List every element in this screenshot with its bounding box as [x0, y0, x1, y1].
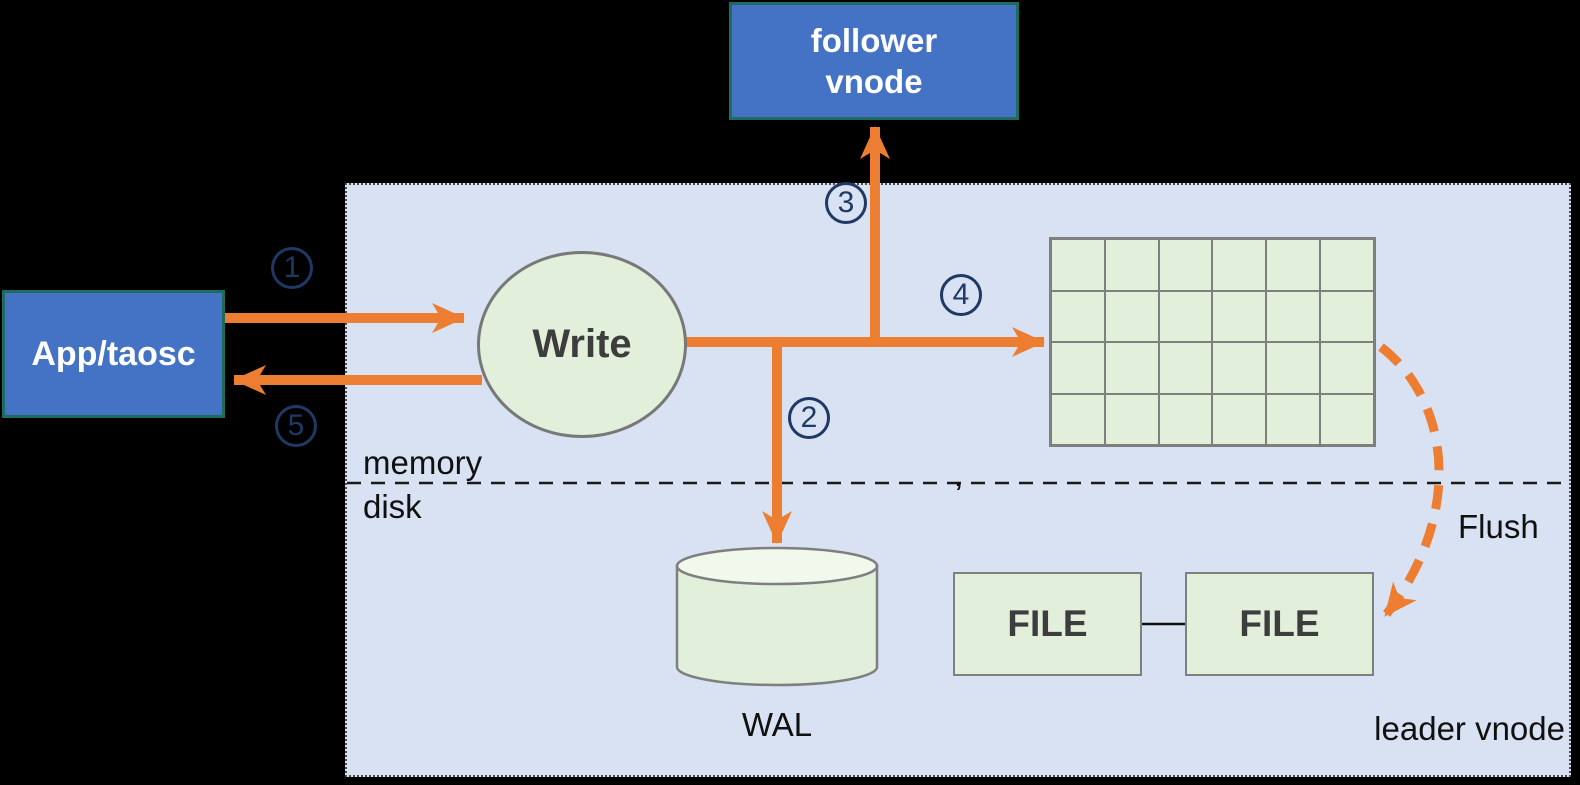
memtable-cell: [1158, 290, 1213, 342]
memtable-cell: [1104, 290, 1159, 342]
leader-vnode-label: leader vnode: [1374, 710, 1565, 747]
memtable-cell: [1320, 393, 1374, 445]
memtable-cell: [1158, 393, 1213, 445]
memory-label: memory: [363, 444, 483, 481]
memtable-cell: [1051, 342, 1105, 394]
memtable-cell: [1051, 239, 1105, 291]
step-4-badge: 4: [940, 274, 982, 316]
write-label: Write: [532, 322, 632, 366]
memtable-cell: [1212, 393, 1267, 445]
memtable-cell: [1051, 393, 1105, 445]
divider-stray-mark: ,: [955, 462, 963, 492]
memtable-cell: [1158, 342, 1213, 394]
memtable-cell: [1212, 239, 1267, 291]
app-taosc-label: App/taosc: [31, 334, 196, 373]
step-3-badge: 3: [825, 182, 867, 224]
memtable-cell: [1158, 239, 1213, 291]
memtable-cell: [1212, 290, 1267, 342]
app-taosc-box: App/taosc: [2, 290, 225, 418]
step-1-badge: 1: [271, 247, 313, 289]
memtable-cell: [1104, 393, 1159, 445]
memtable-cell: [1266, 342, 1321, 394]
memtable-cell: [1104, 342, 1159, 394]
memtable-cell: [1266, 290, 1321, 342]
memtable-grid: [1049, 237, 1376, 447]
follower-vnode-label: follower vnode: [810, 21, 938, 100]
wal-label: WAL: [741, 706, 813, 743]
file-box-1: FILE: [953, 572, 1142, 676]
memtable-cell: [1320, 290, 1374, 342]
follower-vnode-box: follower vnode: [729, 2, 1019, 120]
step-5-badge: 5: [275, 405, 317, 447]
memtable-cell: [1266, 239, 1321, 291]
memtable-cell: [1266, 393, 1321, 445]
file-1-label: FILE: [1007, 603, 1088, 644]
step-2-badge: 2: [788, 397, 830, 439]
memtable-cell: [1320, 342, 1374, 394]
memtable-cell: [1051, 290, 1105, 342]
disk-label: disk: [363, 488, 422, 525]
memtable-cell: [1212, 342, 1267, 394]
memtable-cell: [1104, 239, 1159, 291]
flush-label: Flush: [1458, 508, 1539, 545]
file-2-label: FILE: [1239, 603, 1320, 644]
file-box-2: FILE: [1185, 572, 1374, 676]
write-node: Write: [477, 251, 687, 438]
memtable-cell: [1320, 239, 1374, 291]
